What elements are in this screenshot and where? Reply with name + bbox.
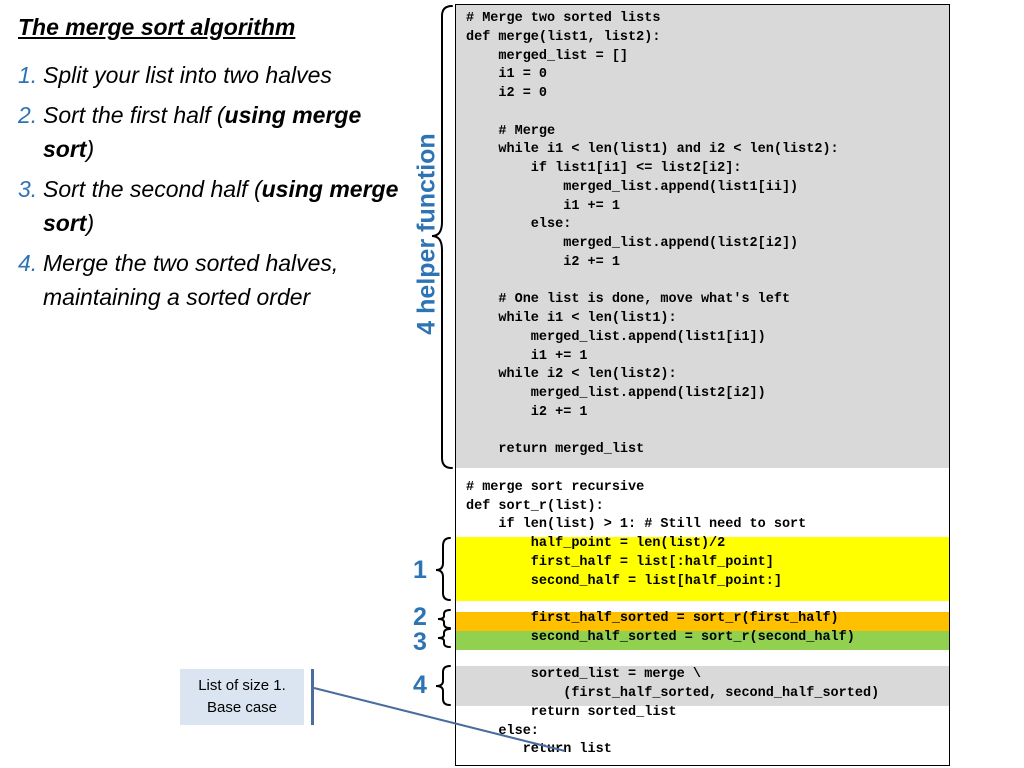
step-number: 1. — [18, 62, 38, 88]
code-line: i2 += 1 — [466, 404, 588, 420]
code-line: second_half = list[half_point:] — [466, 573, 782, 589]
step2-highlight — [456, 612, 949, 631]
code-listing: # Merge two sorted lists def merge(list1,… — [466, 10, 879, 760]
code-line: merged_list = [] — [466, 48, 629, 64]
helper-function-highlight — [456, 5, 949, 468]
step3-brace — [437, 628, 451, 648]
step-text: Sort the second half ( — [43, 176, 262, 202]
code-line: merged_list.append(list2[i2]) — [466, 236, 799, 251]
code-line: def sort_r(list): — [466, 498, 604, 514]
code-line: i2 = 0 — [466, 86, 548, 101]
step-text: ) — [86, 136, 95, 162]
code-line: while i1 < len(list1): — [466, 311, 677, 326]
helper-function-brace — [431, 5, 453, 469]
callout-connector — [313, 687, 566, 752]
code-line: sorted_list = merge \ — [466, 667, 701, 683]
code-line: if list1[i1] <= list2[i2]: — [466, 161, 742, 176]
helper-function-label: 4 helper function — [412, 133, 441, 335]
step-text: ) — [86, 210, 95, 236]
step-text: Merge the two sorted halves, maintaining… — [43, 250, 339, 310]
code-line: first_half_sorted = sort_r(first_half) — [466, 611, 839, 626]
step4-brace — [435, 665, 451, 706]
code-line: (first_half_sorted, second_half_sorted) — [466, 686, 880, 701]
code-line: # Merge — [466, 123, 556, 139]
step4-highlight — [456, 666, 949, 706]
code-line: merged_list.append(list1[ii]) — [466, 179, 799, 195]
code-line: return sorted_list — [466, 704, 677, 720]
step-label-3: 3 — [413, 628, 427, 656]
slide-title: The merge sort algorithm — [18, 14, 296, 40]
step-text: Split your list into two halves — [43, 62, 332, 88]
step-text: using merge sort — [43, 102, 362, 162]
code-line: if len(list) > 1: # Still need to sort — [466, 517, 807, 533]
step1-highlight — [456, 537, 949, 601]
code-line: half_point = len(list)/2 — [466, 536, 726, 551]
code-line: return merged_list — [466, 442, 645, 458]
step-text: Sort the first half ( — [43, 102, 225, 128]
step-number: 2. — [18, 102, 38, 128]
callout-line-1: List of size 1. — [198, 677, 286, 694]
code-line: # One list is done, move what's left — [466, 292, 791, 308]
step-label-2: 2 — [413, 603, 427, 631]
code-line: second_half_sorted = sort_r(second_half) — [466, 629, 855, 645]
step2-brace — [437, 609, 451, 629]
code-line: merged_list.append(list2[i2]) — [466, 386, 766, 401]
step3-highlight — [456, 631, 949, 650]
base-case-callout: List of size 1. Base case — [180, 669, 304, 725]
code-line: return list — [466, 742, 612, 758]
step1-brace — [435, 537, 451, 601]
code-line: while i1 < len(list1) and i2 < len(list2… — [466, 142, 839, 158]
code-line: i1 += 1 — [466, 348, 588, 364]
step-number: 4. — [18, 250, 38, 276]
step-item: 2.Sort the first half (using merge sort) — [18, 98, 418, 166]
code-line: i1 = 0 — [466, 67, 548, 83]
code-line: # merge sort recursive — [466, 479, 645, 495]
callout-line-2: Base case — [206, 699, 278, 716]
step-label-4: 4 — [413, 671, 427, 699]
code-line: else: — [466, 723, 539, 739]
code-line: i1 += 1 — [466, 198, 620, 214]
step-item: 4.Merge the two sorted halves, maintaini… — [18, 246, 418, 314]
step-label-1: 1 — [413, 556, 427, 584]
code-line: def merge(list1, list2): — [466, 29, 661, 45]
step-text: using merge sort — [43, 176, 399, 236]
code-panel: # Merge two sorted lists def merge(list1,… — [455, 4, 950, 766]
code-line: else: — [466, 217, 572, 233]
step-number: 3. — [18, 176, 38, 202]
code-line: i2 += 1 — [466, 254, 620, 270]
code-line: while i2 < len(list2): — [466, 367, 677, 383]
code-line: # Merge two sorted lists — [466, 11, 661, 26]
step-item: 3.Sort the second half (using merge sort… — [18, 172, 418, 240]
code-line: first_half = list[:half_point] — [466, 554, 774, 570]
callout-bracket-line — [311, 669, 314, 725]
code-line: merged_list.append(list1[i1]) — [466, 329, 766, 345]
step-item: 1.Split your list into two halves — [18, 58, 418, 92]
